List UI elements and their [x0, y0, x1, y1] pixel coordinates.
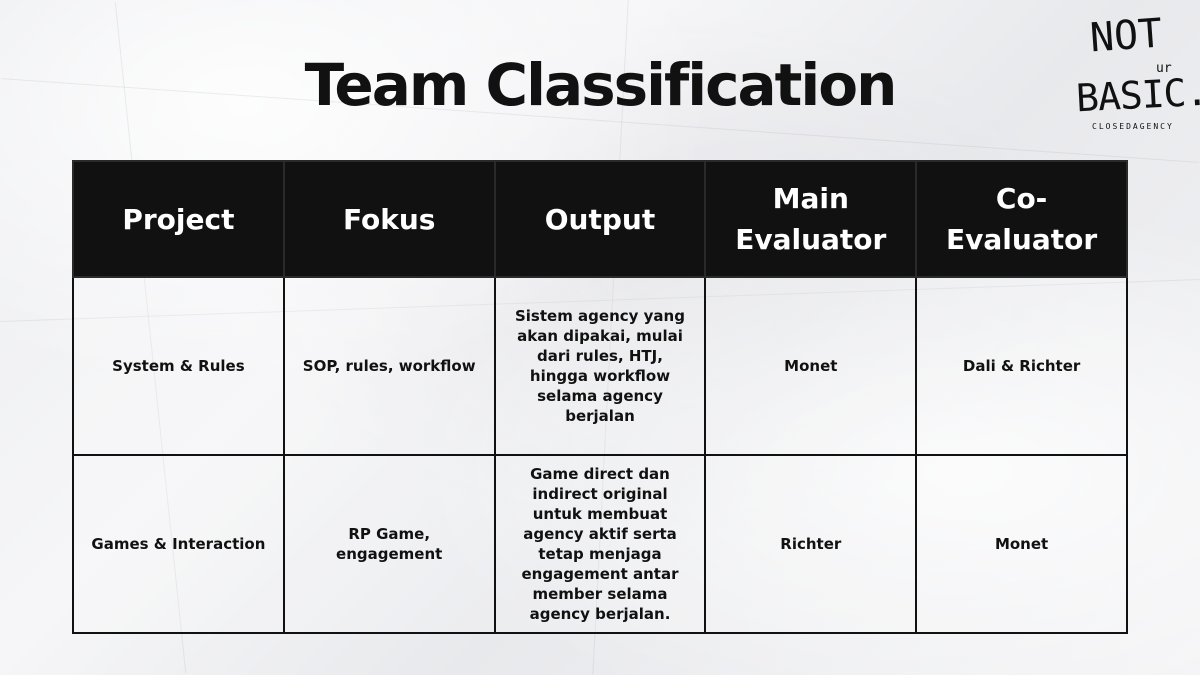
logo-text-not: NOT — [1088, 10, 1164, 62]
cell-output: Game direct dan indirect original untuk … — [493, 454, 707, 634]
page-title: Team Classification — [304, 51, 898, 119]
cell-fokus: SOP, rules, workflow — [282, 276, 496, 456]
cell-fokus: RP Game, engagement — [282, 454, 496, 634]
brand-logo: NOT ur BASIC. CLOSEDAGENCY — [1070, 10, 1200, 137]
cell-project: System & Rules — [72, 276, 285, 456]
logo-subtitle: CLOSEDAGENCY — [1092, 122, 1174, 131]
classification-table: Project Fokus Output Main Evaluator Co-E… — [72, 160, 1128, 634]
cell-main-evaluator: Monet — [704, 276, 918, 456]
table-row: Games & Interaction RP Game, engagement … — [72, 454, 1128, 634]
cell-co-evaluator: Dali & Richter — [915, 276, 1128, 456]
header-co-evaluator: Co-Evaluator — [915, 160, 1128, 278]
table-row: System & Rules SOP, rules, workflow Sist… — [72, 276, 1128, 456]
header-main-evaluator: Main Evaluator — [704, 160, 918, 278]
logo-text-ur: ur — [1156, 61, 1172, 76]
cell-co-evaluator: Monet — [915, 454, 1128, 634]
header-output: Output — [493, 160, 707, 278]
cell-output: Sistem agency yang akan dipakai, mulai d… — [493, 276, 707, 456]
logo-text-basic: BASIC. — [1074, 69, 1200, 121]
cell-main-evaluator: Richter — [704, 454, 918, 634]
header-fokus: Fokus — [282, 160, 496, 278]
table-header-row: Project Fokus Output Main Evaluator Co-E… — [72, 160, 1128, 278]
cell-project: Games & Interaction — [72, 454, 285, 634]
header-project: Project — [72, 160, 285, 278]
